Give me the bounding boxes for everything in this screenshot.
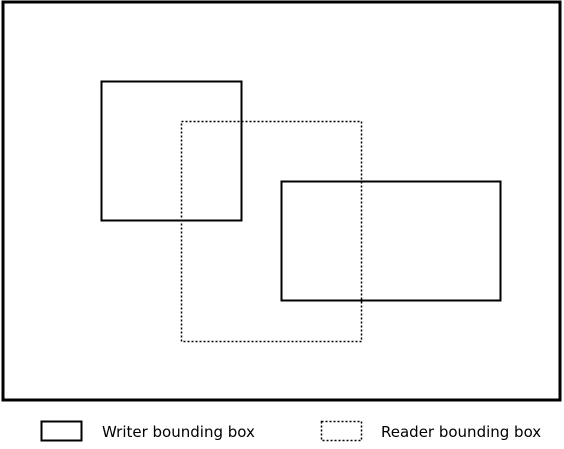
writer-bounding-box-2 (280, 180, 502, 302)
legend-reader-label: Reader bounding box (381, 423, 541, 441)
legend-writer-swatch (40, 420, 83, 442)
legend: Writer bounding box Reader bounding box (40, 420, 541, 442)
legend-writer-label: Writer bounding box (102, 423, 255, 441)
writer-bounding-box-1 (100, 80, 243, 222)
reader-bounding-box (180, 120, 363, 343)
legend-reader-swatch (320, 420, 363, 442)
